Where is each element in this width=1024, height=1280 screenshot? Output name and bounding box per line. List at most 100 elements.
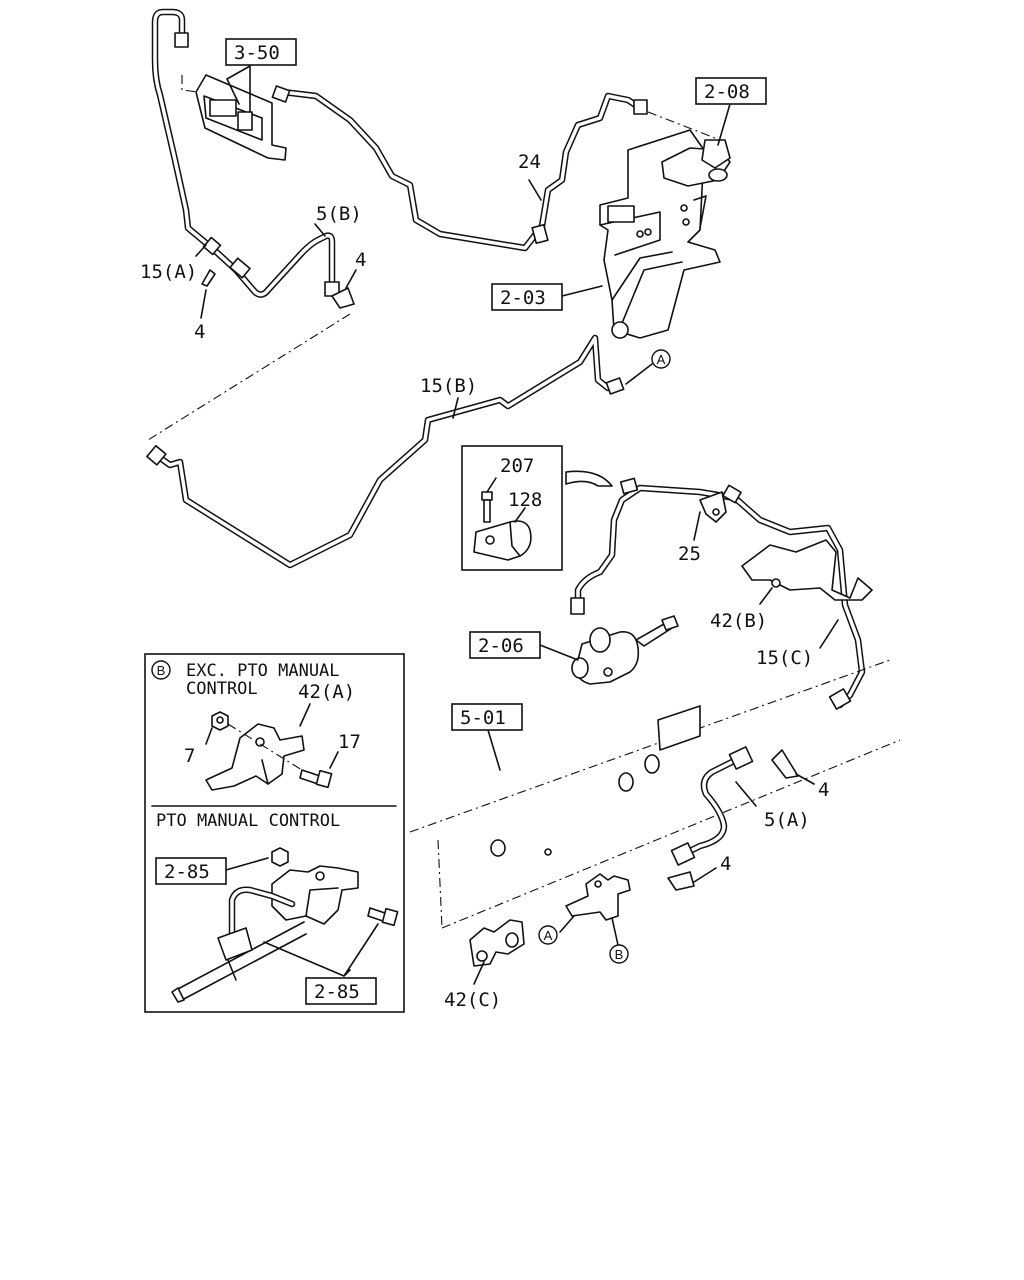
leader-4b xyxy=(345,269,357,289)
leader-501 xyxy=(487,729,501,771)
clip-4-c xyxy=(771,749,799,779)
leader-17 xyxy=(329,751,339,769)
ref-2-03: 2-03 xyxy=(500,287,546,309)
leader-42a xyxy=(299,703,311,727)
leader-206 xyxy=(539,644,579,661)
pto-cable xyxy=(171,886,307,1003)
inset-exc-line1: EXC. PTO MANUAL xyxy=(186,661,340,681)
reservoir-bracket xyxy=(181,74,287,161)
inset-box xyxy=(144,653,405,1013)
leader-a2 xyxy=(559,915,575,933)
leader-4a xyxy=(200,289,207,319)
leader-b2 xyxy=(611,917,619,946)
label-4a: 4 xyxy=(194,321,205,343)
label-4b: 4 xyxy=(355,249,366,271)
ref-box-5-01 xyxy=(451,703,523,731)
clip-4-right xyxy=(331,287,355,309)
leader-7 xyxy=(205,727,213,745)
dash-15b-top xyxy=(147,313,351,441)
leader-a1 xyxy=(625,363,653,385)
bracket-42b xyxy=(741,539,873,601)
callout-b1: B xyxy=(157,663,166,678)
label-17: 17 xyxy=(338,731,361,753)
ref-2-85-a: 2-85 xyxy=(164,861,210,883)
nut-7 xyxy=(211,711,229,731)
ref-2-85-b: 2-85 xyxy=(314,981,360,1003)
leader-4d xyxy=(693,867,717,883)
callout-a1: A xyxy=(657,352,666,367)
callout-circle-a1 xyxy=(651,349,671,369)
label-15a: 15(A) xyxy=(140,261,197,283)
label-42b: 42(B) xyxy=(710,610,767,632)
pipe-lower-slave xyxy=(570,477,866,710)
bolt-17 xyxy=(299,769,333,789)
pipe-15b xyxy=(146,334,625,569)
hose-5a xyxy=(670,746,754,866)
label-4c: 4 xyxy=(818,779,829,801)
leader-350 xyxy=(226,65,251,113)
leader-285a xyxy=(225,857,269,871)
pto-bracket xyxy=(271,865,359,925)
label-15b: 15(B) xyxy=(420,375,477,397)
dash-42a xyxy=(227,723,319,781)
label-4d: 4 xyxy=(720,853,731,875)
label-7: 7 xyxy=(184,745,195,767)
detail-arrow xyxy=(565,470,613,487)
label-207: 207 xyxy=(500,455,534,477)
bolt-207 xyxy=(481,491,493,523)
leader-203 xyxy=(561,285,603,297)
leader-4c xyxy=(795,773,815,785)
ref-box-2-08 xyxy=(695,77,767,105)
leader-24 xyxy=(528,179,542,201)
label-5b: 5(B) xyxy=(316,203,362,225)
ref-5-01: 5-01 xyxy=(460,707,506,729)
label-15c: 15(C) xyxy=(756,647,813,669)
ref-2-08: 2-08 xyxy=(704,81,750,103)
leader-5a xyxy=(735,781,757,807)
ref-2-06: 2-06 xyxy=(478,635,524,657)
ref-box-2-03 xyxy=(491,283,563,311)
leader-42b xyxy=(759,587,773,605)
ref-3-50: 3-50 xyxy=(234,42,280,64)
bracket-b xyxy=(565,873,631,921)
ref-box-2-85-a xyxy=(155,857,227,885)
ref-box-2-85-b xyxy=(305,977,377,1005)
leader-25 xyxy=(693,511,701,541)
ref-box-2-06 xyxy=(469,631,541,659)
label-42c: 42(C) xyxy=(444,989,501,1011)
frame-rail xyxy=(409,659,901,929)
clamp-25 xyxy=(699,491,727,523)
ref-box-3-50 xyxy=(225,38,297,66)
inset-exc-line2: CONTROL xyxy=(186,679,258,699)
bracket-42c xyxy=(469,919,525,967)
label-5a: 5(A) xyxy=(764,809,810,831)
nut-pto xyxy=(271,847,289,867)
leader-15b xyxy=(452,397,459,419)
callout-circle-b2 xyxy=(609,944,629,964)
label-128: 128 xyxy=(508,489,542,511)
clip-4-d xyxy=(667,871,695,891)
pipe-24 xyxy=(271,85,648,252)
leader-15a xyxy=(195,244,207,257)
leader-128 xyxy=(514,507,526,523)
callout-circle-a2 xyxy=(538,925,558,945)
clutch-pedal-assembly xyxy=(599,129,731,339)
inset-pto-title: PTO MANUAL CONTROL xyxy=(156,811,340,831)
leader-42c xyxy=(473,961,485,985)
label-25: 25 xyxy=(678,543,701,565)
leader-207 xyxy=(486,477,497,493)
label-24: 24 xyxy=(518,151,541,173)
leader-15c xyxy=(819,619,839,649)
callout-b2: B xyxy=(615,947,624,962)
bracket-42a xyxy=(205,723,305,791)
label-42a: 42(A) xyxy=(298,681,355,703)
leader-5b xyxy=(314,223,326,237)
clip-4-left xyxy=(201,269,216,287)
callout-a2: A xyxy=(544,928,553,943)
dash-208 xyxy=(647,111,721,141)
leader-208 xyxy=(717,103,731,146)
bolt-pto xyxy=(367,907,399,927)
slave-cylinder xyxy=(571,615,679,685)
callout-circle-b1 xyxy=(151,660,171,680)
